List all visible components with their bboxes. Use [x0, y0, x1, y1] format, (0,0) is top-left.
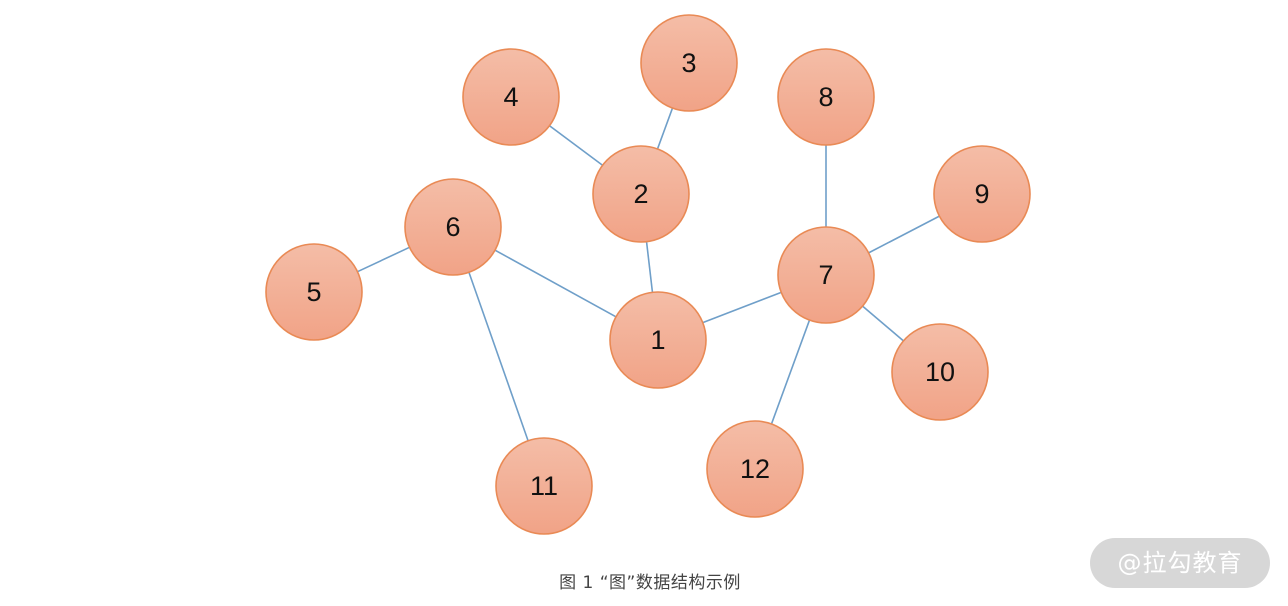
node-label: 2 [633, 179, 648, 209]
node-circle [404, 178, 502, 276]
node-label: 4 [503, 82, 518, 112]
node-10: 10 [891, 323, 989, 421]
node-8: 8 [777, 48, 875, 146]
node-label: 12 [740, 454, 770, 484]
node-circle [462, 48, 560, 146]
node-6: 6 [404, 178, 502, 276]
node-circle [265, 243, 363, 341]
node-circle [777, 226, 875, 324]
node-label: 6 [445, 212, 460, 242]
edge-6-11 [468, 272, 529, 441]
node-label: 5 [306, 277, 321, 307]
node-5: 5 [265, 243, 363, 341]
figure-caption: 图 1 “图”数据结构示例 [559, 573, 741, 593]
edge-1-7 [702, 291, 782, 324]
edge-6-5 [357, 246, 410, 273]
node-circle [777, 48, 875, 146]
node-circle [609, 291, 707, 389]
node-label: 3 [681, 48, 696, 78]
node-circle [891, 323, 989, 421]
node-12: 12 [706, 420, 804, 518]
node-label: 7 [818, 260, 833, 290]
node-1: 1 [609, 291, 707, 389]
node-circle [706, 420, 804, 518]
node-2: 2 [592, 145, 690, 243]
edge-9-7 [868, 215, 940, 254]
node-11: 11 [495, 437, 593, 535]
node-circle [495, 437, 593, 535]
node-circle [640, 14, 738, 112]
edge-3-2 [656, 107, 674, 150]
edge-6-1 [494, 249, 617, 318]
node-label: 11 [530, 471, 558, 501]
node-label: 1 [650, 325, 665, 355]
node-circle [592, 145, 690, 243]
edge-7-12 [770, 319, 811, 425]
node-label: 8 [818, 82, 833, 112]
edge-2-1 [645, 241, 654, 293]
edge-4-2 [548, 125, 604, 166]
node-circle [933, 145, 1031, 243]
watermark: @拉勾教育 [1090, 538, 1270, 588]
node-4: 4 [462, 48, 560, 146]
node-label: 9 [974, 179, 989, 209]
edge-7-10 [862, 305, 904, 342]
node-7: 7 [777, 226, 875, 324]
node-9: 9 [933, 145, 1031, 243]
node-label: 10 [925, 357, 955, 387]
node-3: 3 [640, 14, 738, 112]
edges-layer [357, 107, 940, 441]
